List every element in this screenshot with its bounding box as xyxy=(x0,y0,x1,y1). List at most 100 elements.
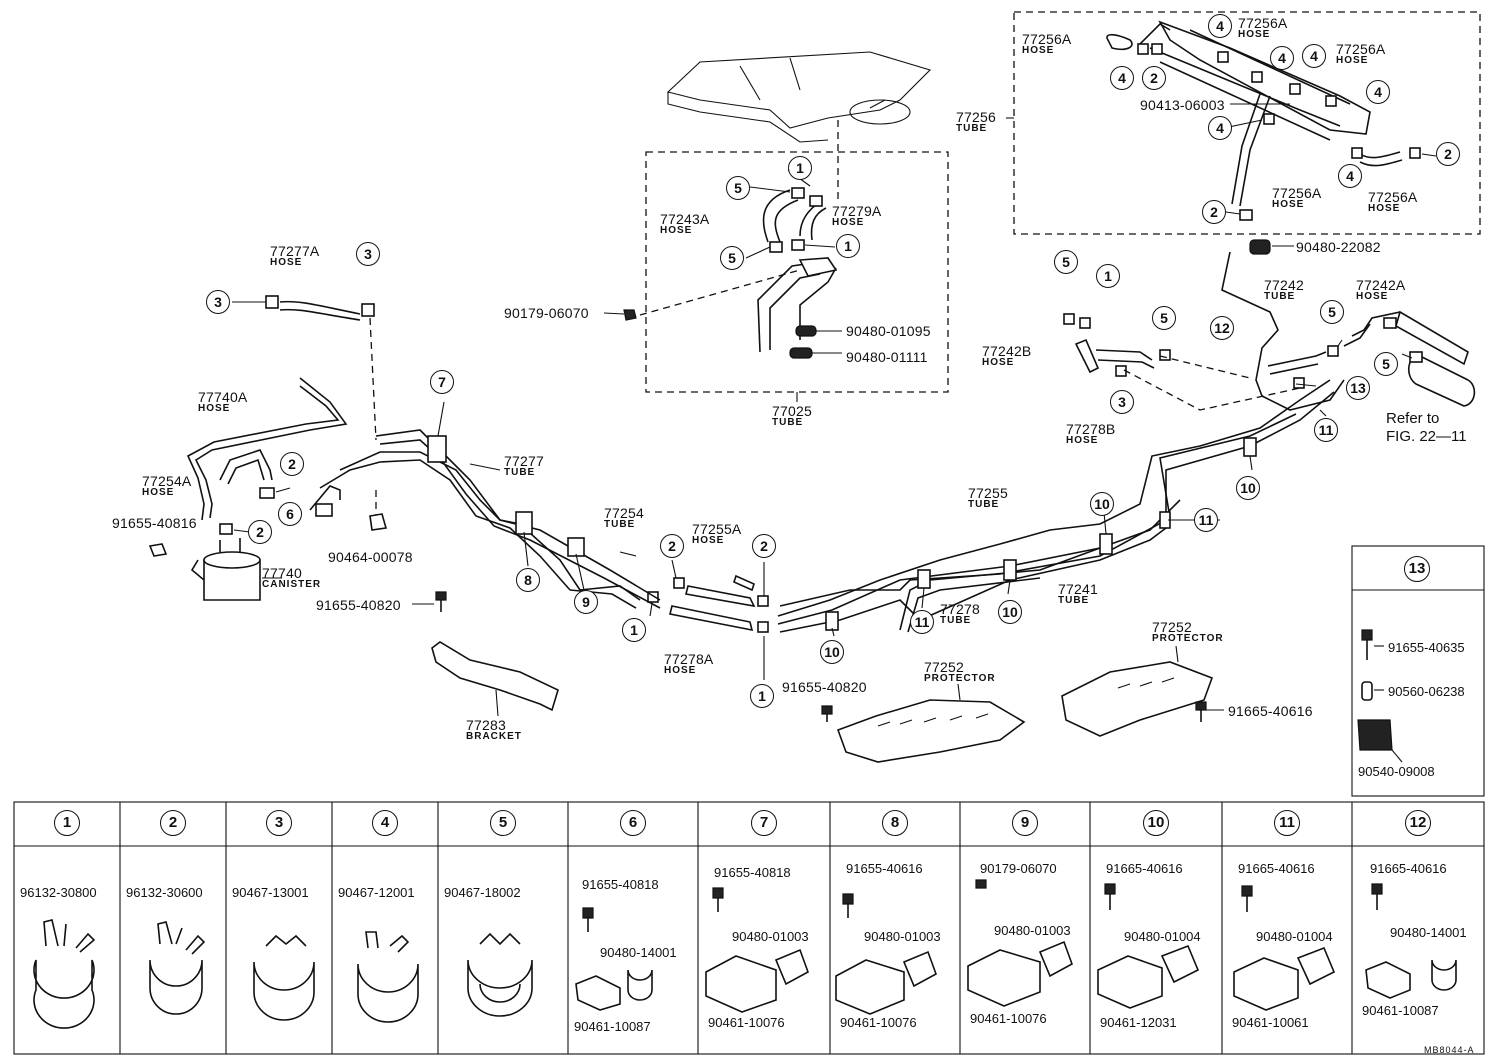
callout-8: 8 xyxy=(516,568,540,592)
part-number-77278: 77278 xyxy=(940,601,980,617)
table-cell-9-part-3: 90461-10076 xyxy=(970,1011,1047,1026)
callout-10: 10 xyxy=(998,600,1022,624)
part-type-77243a: HOSE xyxy=(660,225,693,236)
table-cell-4-part-1: 90467-12001 xyxy=(338,885,415,900)
table-cell-9-part-2: 90480-01003 xyxy=(994,923,1071,938)
part-number-77254: 77254 xyxy=(604,505,644,521)
part-number-77277: 77277 xyxy=(504,453,544,469)
callout-5: 5 xyxy=(726,176,750,200)
table-header-7: 7 xyxy=(751,810,777,836)
part-type-77256a-3: HOSE xyxy=(1336,55,1369,66)
table-cell-6-part-1: 91655-40818 xyxy=(582,877,659,892)
part-type-77252a: PROTECTOR xyxy=(924,673,996,684)
part-type-77242a: HOSE xyxy=(1356,291,1389,302)
part-number-77278b: 77278B xyxy=(1066,421,1116,437)
table-header-8: 8 xyxy=(882,810,908,836)
callout-3: 3 xyxy=(1110,390,1134,414)
part-type-77255: TUBE xyxy=(968,499,1000,510)
part-number-77252b: 77252 xyxy=(1152,619,1192,635)
table-cell-7-part-3: 90461-10076 xyxy=(708,1015,785,1030)
table-header-3: 3 xyxy=(266,810,292,836)
part-type-77254: TUBE xyxy=(604,519,636,530)
table-cell-9-part-1: 90179-06070 xyxy=(980,861,1057,876)
part-type-77025: TUBE xyxy=(772,417,804,428)
callout-4: 4 xyxy=(1338,164,1362,188)
callout-1: 1 xyxy=(622,618,646,642)
part-type-77242b: HOSE xyxy=(982,357,1015,368)
table-cell-6-part-3: 90461-10087 xyxy=(574,1019,651,1034)
part-number-77256a-2: 77256A xyxy=(1238,15,1288,31)
part-number-91655-40820b: 91655-40820 xyxy=(782,679,867,695)
table-header-9: 9 xyxy=(1012,810,1038,836)
table-cell-7-part-2: 90480-01003 xyxy=(732,929,809,944)
part-type-77277a: HOSE xyxy=(270,257,303,268)
part-number-77242a: 77242A xyxy=(1356,277,1406,293)
table-header-1: 1 xyxy=(54,810,80,836)
callout-2: 2 xyxy=(752,534,776,558)
inset-13-part-2: 90560-06238 xyxy=(1388,684,1465,699)
part-type-77740: CANISTER xyxy=(262,579,322,590)
callout-10: 10 xyxy=(1236,476,1260,500)
part-type-77252b: PROTECTOR xyxy=(1152,633,1224,644)
table-cell-11-part-2: 90480-01004 xyxy=(1256,929,1333,944)
part-type-77256a-1: HOSE xyxy=(1022,45,1055,56)
fuel-tank-drawing xyxy=(666,51,932,143)
table-cell-3-part-1: 90467-13001 xyxy=(232,885,309,900)
callout-4: 4 xyxy=(1366,80,1390,104)
callout-2: 2 xyxy=(660,534,684,558)
callout-2: 2 xyxy=(280,452,304,476)
table-header-2: 2 xyxy=(160,810,186,836)
table-cell-10-part-3: 90461-12031 xyxy=(1100,1015,1177,1030)
part-number-77254a: 77254A xyxy=(142,473,192,489)
part-number-77740: 77740 xyxy=(262,565,302,581)
reference-note-line1: Refer to xyxy=(1386,410,1440,427)
part-number-91655-40816: 91655-40816 xyxy=(112,515,197,531)
part-number-77277a: 77277A xyxy=(270,243,320,259)
part-type-77241: TUBE xyxy=(1058,595,1090,606)
part-number-77740a: 77740A xyxy=(198,389,248,405)
table-cell-11-part-3: 90461-10061 xyxy=(1232,1015,1309,1030)
callout-5: 5 xyxy=(1320,300,1344,324)
table-cell-12-part-1: 91665-40616 xyxy=(1370,861,1447,876)
callout-5: 5 xyxy=(1152,306,1176,330)
callout-1: 1 xyxy=(750,684,774,708)
reference-note-line2: FIG. 22—11 xyxy=(1386,428,1467,445)
callout-5: 5 xyxy=(720,246,744,270)
part-number-77256a-1: 77256A xyxy=(1022,31,1072,47)
callout-3: 3 xyxy=(206,290,230,314)
part-number-77255a: 77255A xyxy=(692,521,742,537)
callout-13: 13 xyxy=(1346,376,1370,400)
part-number-77252a: 77252 xyxy=(924,659,964,675)
table-cell-10-part-1: 91665-40616 xyxy=(1106,861,1183,876)
callout-5: 5 xyxy=(1054,250,1078,274)
part-number-90480-01111: 90480-01111 xyxy=(846,349,928,365)
table-header-11: 11 xyxy=(1274,810,1300,836)
callout-5: 5 xyxy=(1374,352,1398,376)
table-header-4: 4 xyxy=(372,810,398,836)
callout-4: 4 xyxy=(1208,14,1232,38)
callout-2: 2 xyxy=(1436,142,1460,166)
part-number-91665-40616: 91665-40616 xyxy=(1228,703,1313,719)
table-cell-5-part-1: 90467-18002 xyxy=(444,885,521,900)
table-cell-1-part-1: 96132-30800 xyxy=(20,885,97,900)
part-type-77277: TUBE xyxy=(504,467,536,478)
table-cell-12-part-3: 90461-10087 xyxy=(1362,1003,1439,1018)
part-number-90413-06003: 90413-06003 xyxy=(1140,97,1225,113)
part-number-77241: 77241 xyxy=(1058,581,1098,597)
callout-1: 1 xyxy=(788,156,812,180)
callout-4: 4 xyxy=(1208,116,1232,140)
part-number-77278a: 77278A xyxy=(664,651,714,667)
part-type-77255a: HOSE xyxy=(692,535,725,546)
callout-12: 12 xyxy=(1210,316,1234,340)
table-cell-7-part-1: 91655-40818 xyxy=(714,865,791,880)
part-number-77283: 77283 xyxy=(466,717,506,733)
table-cell-10-part-2: 90480-01004 xyxy=(1124,929,1201,944)
callout-4: 4 xyxy=(1110,66,1134,90)
table-cell-8-part-3: 90461-10076 xyxy=(840,1015,917,1030)
table-cell-2-part-1: 96132-30600 xyxy=(126,885,203,900)
callout-10: 10 xyxy=(820,640,844,664)
table-header-10: 10 xyxy=(1143,810,1169,836)
table-header-5: 5 xyxy=(490,810,516,836)
part-number-77279a: 77279A xyxy=(832,203,882,219)
